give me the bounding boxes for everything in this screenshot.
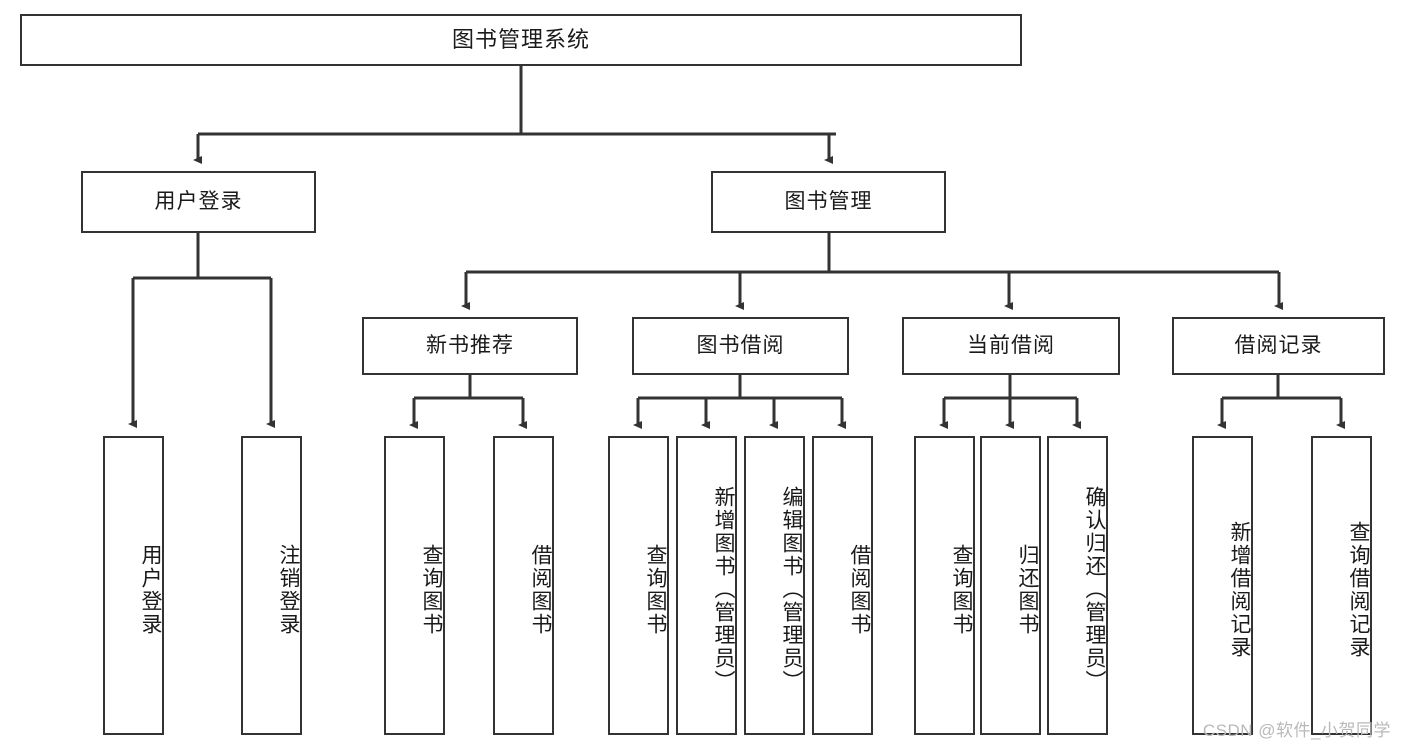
node-current-borrow[interactable]: 当前借阅 (902, 317, 1120, 375)
node-borrow-record-label: 借阅记录 (1234, 334, 1323, 358)
node-user-login[interactable]: 用户登录 (81, 171, 316, 233)
node-borrow-record[interactable]: 借阅记录 (1172, 317, 1385, 375)
leaf-current-borrow-query-label: 查询图书 (950, 543, 973, 636)
leaf-current-borrow-return[interactable]: 归还图书 (980, 436, 1041, 735)
node-new-book-recommend-label: 新书推荐 (426, 334, 514, 358)
leaf-new-books-query-label: 查询图书 (420, 543, 443, 636)
leaf-borrow-record-add-label: 新增借阅记录 (1228, 520, 1251, 659)
leaf-book-borrow-query[interactable]: 查询图书 (608, 436, 669, 735)
leaf-book-borrow-add[interactable]: 新增图书（管理员） (676, 436, 737, 735)
leaf-user-login-signout-label: 注销登录 (277, 543, 300, 636)
leaf-borrow-record-add[interactable]: 新增借阅记录 (1192, 436, 1253, 735)
leaf-book-borrow-query-label: 查询图书 (644, 543, 667, 636)
leaf-book-borrow-edit[interactable]: 编辑图书（管理员） (744, 436, 805, 735)
node-user-login-label: 用户登录 (154, 190, 243, 214)
leaf-new-books-borrow-label: 借阅图书 (529, 543, 552, 636)
leaf-book-borrow-borrow-label: 借阅图书 (848, 543, 871, 636)
leaf-user-login-signin[interactable]: 用户登录 (103, 436, 164, 735)
node-book-management[interactable]: 图书管理 (711, 171, 946, 233)
node-new-book-recommend[interactable]: 新书推荐 (362, 317, 578, 375)
node-book-borrow-label: 图书借阅 (696, 334, 785, 358)
node-current-borrow-label: 当前借阅 (967, 334, 1055, 358)
node-root-system-label: 图书管理系统 (451, 26, 590, 52)
leaf-new-books-query[interactable]: 查询图书 (384, 436, 445, 735)
leaf-borrow-record-query-label: 查询借阅记录 (1347, 520, 1370, 659)
node-root-system[interactable]: 图书管理系统 (20, 14, 1022, 66)
node-book-borrow[interactable]: 图书借阅 (632, 317, 849, 375)
csdn-watermark: CSDN @软件_小贺同学 (1202, 721, 1391, 740)
leaf-current-borrow-confirm[interactable]: 确认归还（管理员） (1047, 436, 1108, 735)
leaf-user-login-signin-label: 用户登录 (139, 543, 162, 636)
leaf-new-books-borrow[interactable]: 借阅图书 (493, 436, 554, 735)
leaf-book-borrow-add-label: 新增图书（管理员） (712, 486, 735, 693)
leaf-book-borrow-borrow[interactable]: 借阅图书 (812, 436, 873, 735)
leaf-borrow-record-query[interactable]: 查询借阅记录 (1311, 436, 1372, 735)
node-book-management-label: 图书管理 (784, 190, 873, 214)
leaf-user-login-signout[interactable]: 注销登录 (241, 436, 302, 735)
leaf-current-borrow-return-label: 归还图书 (1016, 543, 1039, 636)
leaf-book-borrow-edit-label: 编辑图书（管理员） (780, 486, 803, 693)
leaf-current-borrow-query[interactable]: 查询图书 (914, 436, 975, 735)
leaf-current-borrow-confirm-label: 确认归还（管理员） (1083, 486, 1106, 693)
